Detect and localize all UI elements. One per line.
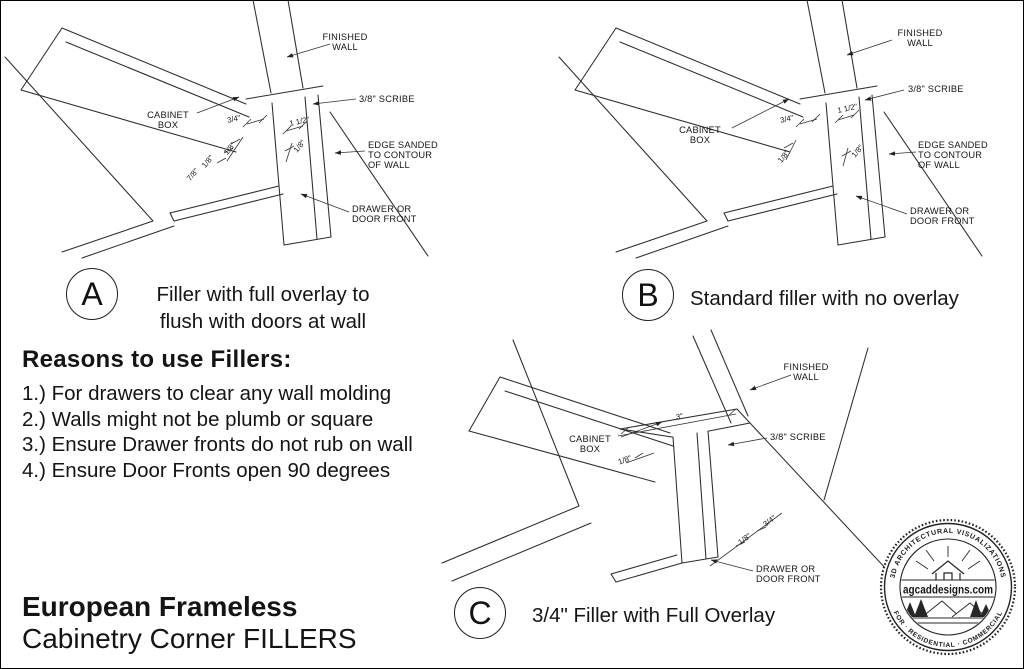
leader-lines (620, 374, 792, 572)
finished-wall-label: WALL (907, 38, 933, 48)
dimension-text: 1/8" (776, 148, 792, 164)
dimension-text: 1 1/2" (289, 115, 311, 128)
drawer-front-label: DRAWER OR (756, 564, 815, 574)
cabinet-linework (441, 329, 903, 587)
detail-b-badge: B (622, 269, 674, 321)
logo-ring (883, 522, 1013, 652)
reasons-heading: Reasons to use Fillers: (22, 346, 292, 373)
detail-a-drawing: FINISHED WALL 3/8" SCRIBE CABINET BOX ED… (4, 0, 438, 259)
dimension-ticks (216, 114, 308, 164)
logo-band (901, 580, 995, 597)
cabinet-linework (558, 0, 983, 259)
reason-item: 3.) Ensure Drawer fronts do not rub on w… (22, 433, 413, 456)
detail-c-badge: C (454, 587, 506, 639)
finished-wall-label: FINISHED (898, 28, 943, 38)
cabinet-box-label: CABINET (569, 434, 611, 444)
drawer-front-label: DRAWER OR (352, 204, 411, 214)
scribe-label: 3/8" SCRIBE (359, 94, 415, 104)
drawer-front-label: DOOR FRONT (756, 574, 821, 584)
logo-site-text: agcaddesigns.com (903, 583, 993, 597)
sun-rays-icon (915, 546, 981, 570)
edge-sanded-label: EDGE SANDED (918, 140, 988, 150)
dimension-text: 3/4" (779, 113, 794, 125)
cabinet-box-label: BOX (580, 444, 600, 454)
detail-a-badge: A (66, 268, 118, 320)
logo-stamp: 3D ARCHITECTURAL VISUALIZATIONS FOR · RE… (879, 518, 1017, 656)
dimension-ticks (783, 109, 860, 167)
cabinet-linework (4, 0, 429, 259)
cabinet-box-label: CABINET (147, 110, 189, 120)
dimension-text: 3" (675, 411, 684, 421)
poster-title: European Frameless Cabinetry Corner FILL… (22, 591, 357, 655)
dimension-text: 1/8" (222, 140, 238, 156)
detail-b-drawing: FINISHED WALL 3/8" SCRIBE CABINET BOX ED… (558, 0, 988, 259)
dimension-text: 7/8" (185, 166, 201, 182)
cabinet-box-label: BOX (690, 135, 710, 145)
reason-item: 2.) Walls might not be plumb or square (22, 407, 374, 431)
edge-sanded-label: TO CONTOUR (918, 150, 982, 160)
scribe-label: 3/8" SCRIBE (908, 84, 964, 94)
cabinet-box-label: CABINET (679, 125, 721, 135)
logo-band-rules (901, 579, 995, 598)
detail-b-letter: B (637, 276, 659, 313)
reason-item: 1.) For drawers to clear any wall moldin… (22, 382, 392, 405)
detail-c-letter: C (468, 594, 492, 631)
dimension-text: 1 1/2" (837, 102, 859, 115)
finished-wall-label: FINISHED (784, 362, 829, 372)
drawer-front-label: DRAWER OR (910, 206, 969, 216)
detail-b-caption: Standard filler with no overlay (690, 287, 959, 310)
house-icon (931, 560, 965, 580)
dimension-ticks (617, 408, 783, 567)
leader-lines (731, 39, 917, 215)
leader-lines (196, 43, 366, 213)
detail-a-caption: Filler with full overlay to flush with d… (156, 283, 370, 333)
drawer-front-label: DOOR FRONT (352, 214, 417, 224)
title-line-1: European Frameless (22, 591, 298, 622)
dimension-text: 1/8" (736, 531, 752, 546)
title-line-2: Cabinetry Corner FILLERS (22, 623, 357, 654)
ground-lines (901, 617, 995, 624)
edge-sanded-label: EDGE SANDED (368, 140, 438, 150)
dimension-text: 1/8" (292, 138, 308, 154)
edge-sanded-label: OF WALL (368, 160, 410, 170)
finished-wall-label: WALL (793, 372, 819, 382)
finished-wall-label: FINISHED (323, 32, 368, 42)
dimension-text: 3/4" (226, 113, 241, 125)
detail-c-drawing: FINISHED WALL 3/8" SCRIBE CABINET BOX DR… (441, 329, 903, 587)
cabinet-box-label: BOX (158, 120, 178, 130)
dimension-text: 1/8" (200, 153, 216, 169)
dimension-text: 1/8" (617, 453, 633, 466)
reason-item: 4.) Ensure Door Fronts open 90 degrees (22, 458, 391, 482)
detail-c-caption: 3/4" Filler with Full Overlay (532, 604, 776, 627)
finished-wall-label: WALL (332, 42, 358, 52)
drawer-front-label: DOOR FRONT (910, 216, 975, 226)
edge-sanded-label: OF WALL (918, 160, 960, 170)
scribe-label: 3/8" SCRIBE (770, 432, 826, 442)
edge-sanded-label: TO CONTOUR (368, 150, 432, 160)
dimension-text: 3/4" (761, 513, 777, 528)
detail-a-letter: A (81, 275, 103, 312)
reasons-list: Reasons to use Fillers: 1.) For drawers … (22, 346, 492, 483)
